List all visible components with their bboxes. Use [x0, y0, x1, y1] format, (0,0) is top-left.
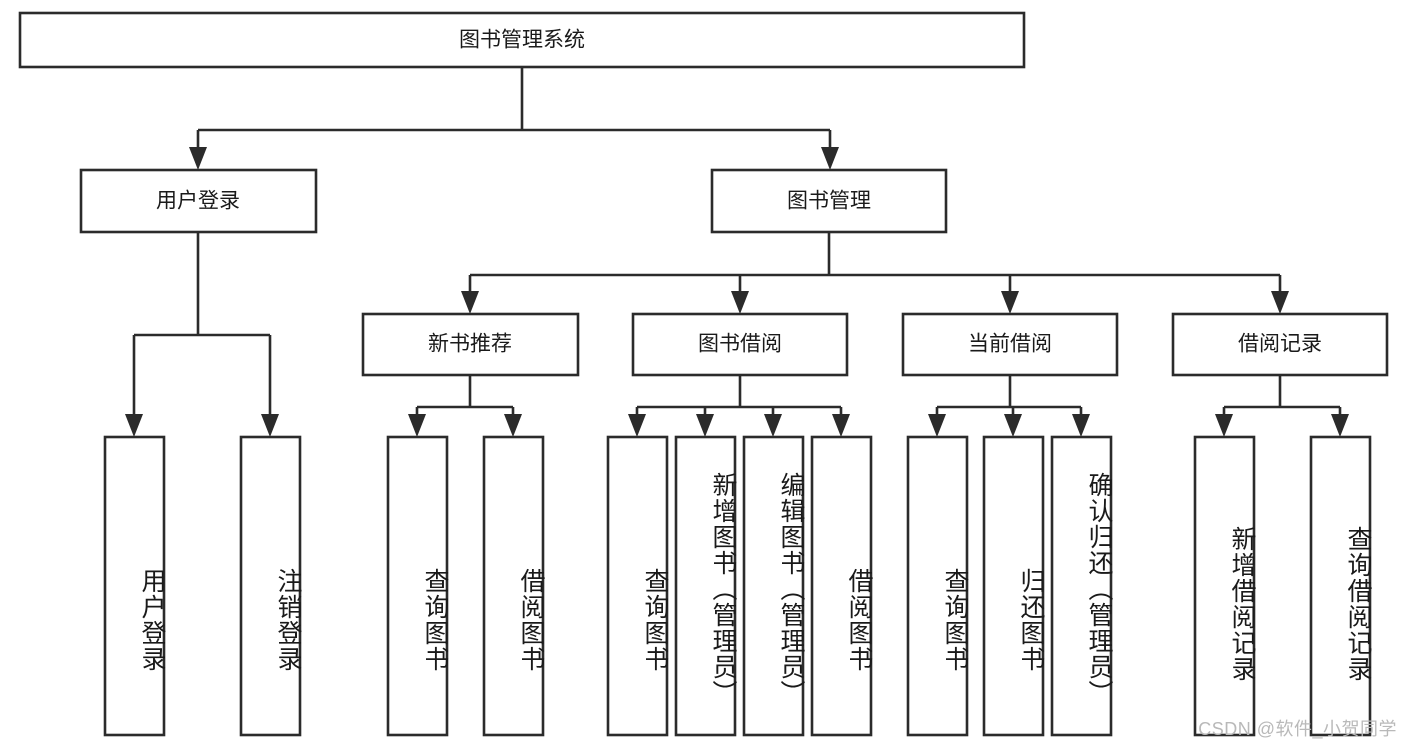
arrow-userlogin-to-leaf-user-login	[125, 414, 143, 437]
node-box-leaf-add-book[interactable]	[674, 435, 737, 737]
edge-bookmanage-bus	[468, 232, 1282, 300]
edge-borrowrecord-bus	[1222, 375, 1342, 422]
arrow-newbookrec-to-borrow-book	[504, 414, 522, 437]
arrow-userlogin-to-leaf-logout	[261, 414, 279, 437]
edge-bookborrow-bus	[635, 375, 843, 422]
arrow-borrowrecord-to-query-record	[1331, 414, 1349, 437]
arrow-newbookrec-to-query-book	[408, 414, 426, 437]
connector-layer	[125, 67, 1349, 437]
node-box-leaf-edit-book[interactable]	[742, 435, 805, 737]
node-box-book-manage[interactable]	[710, 168, 948, 234]
arrow-bookborrow-to-query-book	[628, 414, 646, 437]
node-box-leaf-return-book[interactable]	[982, 435, 1045, 737]
arrow-bookmanage-to-book-borrow	[731, 291, 749, 314]
node-label-book-borrow: 图书借阅	[698, 333, 782, 356]
node-box-current-borrow[interactable]	[901, 312, 1119, 377]
arrow-root-to-book-manage	[821, 147, 839, 170]
edge-newbookrec-bus	[415, 375, 515, 422]
node-box-leaf-query-book-3[interactable]	[906, 435, 969, 737]
node-box-user-login[interactable]	[79, 168, 318, 234]
node-label-book-manage: 图书管理	[787, 190, 871, 213]
arrow-bookmanage-to-borrow-record	[1271, 291, 1289, 314]
arrow-bookmanage-to-current-borrow	[1001, 291, 1019, 314]
node-box-leaf-borrow-book-2[interactable]	[810, 435, 873, 737]
node-label-root: 图书管理系统	[459, 29, 585, 52]
arrow-currentborrow-to-query-book	[928, 414, 946, 437]
node-box-leaf-query-book-2[interactable]	[606, 435, 669, 737]
watermark-text: CSDN @软件_小贺同学	[1198, 719, 1397, 739]
arrow-bookborrow-to-borrow-book	[832, 414, 850, 437]
node-box-leaf-logout[interactable]	[239, 435, 302, 737]
arrow-currentborrow-to-confirm-return	[1072, 414, 1090, 437]
node-label-user-login: 用户登录	[156, 190, 240, 213]
node-box-borrow-record[interactable]	[1171, 312, 1389, 377]
arrow-currentborrow-to-return-book	[1004, 414, 1022, 437]
arrow-borrowrecord-to-add-record	[1215, 414, 1233, 437]
node-label-current-borrow: 当前借阅	[968, 333, 1052, 356]
edge-root-bus	[196, 67, 832, 155]
node-box-leaf-query-book-1[interactable]	[386, 435, 449, 737]
arrow-bookmanage-to-new-book-rec	[461, 291, 479, 314]
node-box-leaf-add-record[interactable]	[1193, 435, 1256, 737]
node-label-borrow-record: 借阅记录	[1238, 333, 1322, 356]
edge-userlogin-bus	[132, 232, 272, 422]
node-box-leaf-user-login[interactable]	[103, 435, 166, 737]
node-label-new-book-rec: 新书推荐	[428, 333, 512, 356]
node-box-leaf-borrow-book-1[interactable]	[482, 435, 545, 737]
node-layer: 图书管理系统 用户登录 图书管理 新书推荐 图书借阅 当前借阅 借阅记录	[18, 11, 1389, 737]
arrow-bookborrow-to-add-book	[696, 414, 714, 437]
arrow-bookborrow-to-edit-book	[764, 414, 782, 437]
node-box-root[interactable]	[18, 11, 1026, 69]
node-box-new-book-rec[interactable]	[361, 312, 580, 377]
node-box-leaf-confirm-return[interactable]	[1050, 435, 1113, 737]
node-box-book-borrow[interactable]	[631, 312, 849, 377]
arrow-root-to-user-login	[189, 147, 207, 170]
node-box-leaf-query-record[interactable]	[1309, 435, 1372, 737]
